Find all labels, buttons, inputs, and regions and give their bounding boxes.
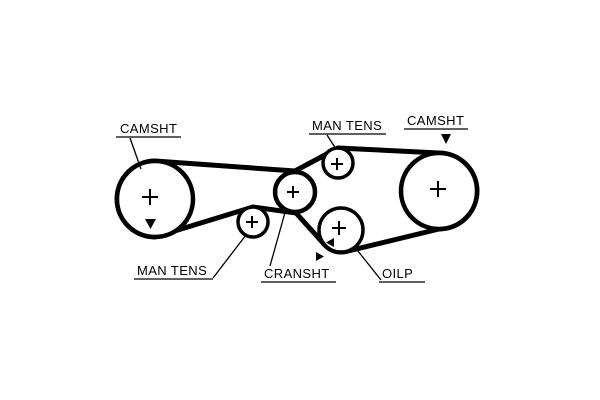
camshaft-left-pulley	[114, 158, 196, 240]
plus-marker-tensioner-bottom	[246, 216, 258, 228]
label-camshaft-right: CAMSHT	[407, 113, 464, 128]
plus-marker-tensioner-top	[331, 158, 343, 170]
leader-camshaft-left	[116, 136, 181, 170]
rotation-arrow-crankshaft	[316, 252, 324, 261]
rotation-arrow-camshaft-right	[441, 134, 451, 144]
label-crankshaft: CRANSHT	[264, 266, 330, 281]
plus-marker-oil-pump	[332, 221, 346, 235]
plus-marker-camshaft-left	[142, 189, 158, 205]
plus-marker-crankshaft	[287, 186, 299, 198]
oil-pump-pulley	[317, 206, 365, 254]
leader-tensioner-top	[309, 133, 386, 150]
label-tensioner-top: MAN TENS	[312, 118, 382, 133]
leader-tensioner-bottom	[134, 234, 247, 280]
label-camshaft-left: CAMSHT	[120, 121, 177, 136]
plus-marker-camshaft-right	[430, 181, 446, 197]
label-tensioner-bottom: MAN TENS	[137, 263, 207, 278]
rotation-arrow-camshaft-left	[145, 219, 156, 229]
leader-oil-pump	[353, 245, 425, 283]
leader-crankshaft	[261, 208, 336, 283]
rotation-arrow-oil-pump	[326, 238, 334, 247]
label-oil-pump: OILP	[382, 266, 413, 281]
